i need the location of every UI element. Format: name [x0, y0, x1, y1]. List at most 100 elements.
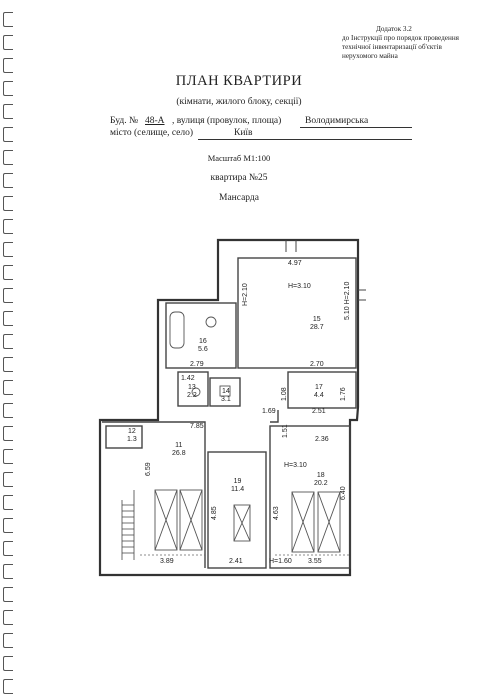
- room-area: 20.2: [314, 480, 328, 487]
- city-name: Київ: [234, 128, 253, 138]
- binding-hole: [3, 104, 13, 119]
- dim-169: 1.69: [262, 408, 276, 415]
- room-number: 11: [175, 442, 183, 449]
- dim-h-bottom: H=1.60: [269, 558, 292, 565]
- binding-hole: [3, 633, 13, 648]
- binding-hole: [3, 426, 13, 441]
- annex-line: технічної інвентаризації об'єктів: [342, 43, 442, 51]
- dim-389: 3.89: [160, 558, 174, 565]
- room-area: 2.2: [187, 392, 197, 399]
- city-label: місто (селище, село): [110, 128, 194, 138]
- annex-line: Додаток 3.2: [376, 25, 412, 33]
- city-underline: [198, 139, 412, 140]
- dim-241: 2.41: [229, 558, 243, 565]
- dim-108: 1.08: [281, 387, 288, 401]
- binding-hole: [3, 541, 13, 556]
- document-title: ПЛАН КВАРТИРИ: [175, 73, 303, 89]
- room-area: 3.1: [221, 396, 231, 403]
- room-area: 11.4: [231, 486, 245, 493]
- dim-right-top: 5.10 H=2.10: [344, 281, 351, 320]
- dim-236: 2.36: [315, 436, 329, 443]
- binding-hole: [3, 311, 13, 326]
- room-number: 15: [312, 316, 321, 323]
- dim-h-left: H=2.10: [242, 283, 249, 306]
- street-label: , вулиця (провулок, площа): [172, 116, 282, 126]
- binding-hole: [3, 357, 13, 372]
- dim-463: 4.63: [273, 506, 280, 520]
- floor-name: Мансарда: [219, 193, 259, 203]
- dim-270: 2.70: [310, 361, 324, 368]
- binding-hole: [3, 472, 13, 487]
- dim-top: 4.97: [288, 260, 302, 267]
- dim-640: 6.40: [340, 486, 347, 500]
- binding-hole: [3, 12, 13, 27]
- room-area: 5.6: [198, 346, 208, 353]
- room-number: 17: [314, 384, 323, 391]
- binding-hole: [3, 150, 13, 165]
- binding-hole: [3, 288, 13, 303]
- binding-hole: [3, 403, 13, 418]
- room-number: 12: [127, 428, 136, 435]
- room-number: 16: [198, 338, 207, 345]
- document-subtitle: (кімнати, жилого блоку, секції): [176, 97, 302, 107]
- dim-h-top: H=3.10: [288, 283, 311, 290]
- binding-hole: [3, 242, 13, 257]
- building-label: Буд. №: [110, 116, 139, 126]
- dim-176: 1.76: [340, 387, 347, 401]
- dim-785: 7.85: [190, 423, 204, 430]
- binding-hole: [3, 380, 13, 395]
- room-area: 1.3: [127, 436, 137, 443]
- street-name: Володимирська: [305, 116, 369, 126]
- room-number: 18: [316, 472, 325, 479]
- binding-hole: [3, 265, 13, 280]
- binding-hole: [3, 679, 13, 694]
- room-area: 26.8: [172, 450, 186, 457]
- room-area: 28.7: [310, 324, 324, 331]
- binding-hole: [3, 449, 13, 464]
- binding-holes: [0, 0, 16, 700]
- plan-scale: Масштаб М1:100: [207, 153, 271, 163]
- apartment-number: квартира №25: [210, 173, 268, 183]
- binding-hole: [3, 81, 13, 96]
- binding-hole: [3, 173, 13, 188]
- binding-hole: [3, 127, 13, 142]
- binding-hole: [3, 495, 13, 510]
- dim-279: 2.79: [190, 361, 204, 368]
- building-number: 48-А: [145, 116, 165, 126]
- dim-151: 1.51: [282, 424, 289, 438]
- binding-hole: [3, 334, 13, 349]
- room-area: 4.4: [314, 392, 324, 399]
- street-underline: [300, 127, 412, 128]
- binding-hole: [3, 518, 13, 533]
- dim-h-mid: H=3.10: [284, 462, 307, 469]
- binding-hole: [3, 610, 13, 625]
- dim-142: 1.42: [181, 375, 195, 382]
- annex-note: Додаток 3.2 до Інструкції про порядок пр…: [342, 25, 462, 61]
- dim-659: 6.59: [145, 462, 152, 476]
- room-number: 14: [221, 388, 230, 395]
- binding-hole: [3, 656, 13, 671]
- room-number: 19: [233, 478, 242, 485]
- dim-485: 4.85: [211, 506, 218, 520]
- annex-line: до Інструкції про порядок проведення: [342, 34, 459, 42]
- dim-251: 2.51: [312, 408, 326, 415]
- binding-hole: [3, 35, 13, 50]
- annex-line: нерухомого майна: [342, 52, 398, 60]
- room-number: 13: [187, 384, 196, 391]
- dim-355: 3.55: [308, 558, 322, 565]
- binding-hole: [3, 196, 13, 211]
- binding-hole: [3, 58, 13, 73]
- binding-hole: [3, 587, 13, 602]
- binding-hole: [3, 219, 13, 234]
- binding-hole: [3, 564, 13, 579]
